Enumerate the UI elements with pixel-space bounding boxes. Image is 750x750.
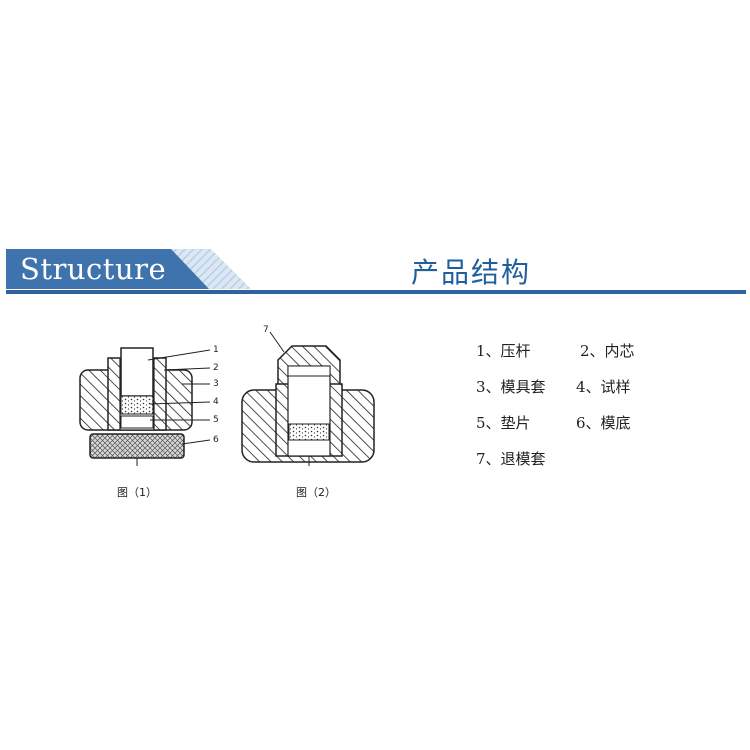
legend-item: 4、试样: [576, 376, 631, 397]
part-label-7: 7: [263, 325, 269, 335]
section-header: Structure 产品结构: [6, 249, 746, 295]
sample-part-4: [120, 395, 154, 415]
legend-number: 1、: [476, 342, 501, 360]
spacer-part-5: [120, 415, 154, 429]
figure-2: 7: [241, 325, 375, 466]
figure-2-caption: 图（2）: [296, 486, 336, 499]
legend-name: 退模套: [500, 450, 546, 468]
legend-name: 压杆: [500, 342, 531, 360]
part-label-6: 6: [213, 435, 219, 445]
legend-item: 7、退模套: [476, 448, 546, 469]
legend-name: 垫片: [500, 414, 531, 432]
die-base-part-6: [89, 433, 185, 459]
legend-item: 6、模底: [576, 412, 631, 433]
part-label-1: 1: [213, 345, 219, 355]
header-title-tab: [6, 249, 209, 289]
legend-number: 4、: [576, 378, 601, 396]
legend-number: 2、: [580, 342, 605, 360]
legend-item: 2、内芯: [580, 340, 635, 361]
legend-name: 试样: [600, 378, 631, 396]
part-label-5: 5: [213, 415, 219, 425]
header-rule: [6, 290, 746, 294]
part-label-4: 4: [213, 397, 219, 407]
structure-diagram: 1 2 3 4 5 6 7: [79, 325, 375, 466]
header-band: [6, 249, 746, 294]
bore-fig2: [287, 365, 331, 457]
sample-fig2: [288, 423, 330, 441]
press-rod-part-1: [120, 347, 154, 397]
part-label-2: 2: [213, 363, 219, 373]
leader-line-fig2: [269, 331, 285, 353]
legend-number: 3、: [476, 378, 501, 396]
figure-1: 1 2 3 4 5 6: [79, 345, 219, 466]
legend-number: 7、: [476, 450, 501, 468]
part-label-3: 3: [213, 379, 219, 389]
legend-name: 模底: [600, 414, 631, 432]
top-spacer-fig2: [287, 365, 331, 377]
legend-item: 3、模具套: [476, 376, 546, 397]
legend-number: 5、: [476, 414, 501, 432]
legend-name: 内芯: [604, 342, 635, 360]
header-title-cn: 产品结构: [411, 256, 532, 289]
legend-name: 模具套: [500, 378, 546, 396]
legend-item: 5、垫片: [476, 412, 531, 433]
figure-1-caption: 图（1）: [117, 486, 157, 499]
legend-item: 1、压杆: [476, 340, 531, 361]
leader-lines-fig1: [147, 349, 211, 445]
header-title-en: Structure: [20, 252, 167, 286]
legend-number: 6、: [576, 414, 601, 432]
